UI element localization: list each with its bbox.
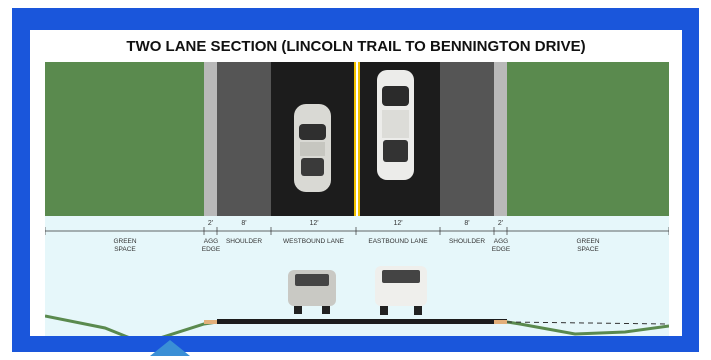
pavement-section: [217, 319, 507, 324]
car-front-eastbound: [375, 266, 427, 315]
agg-edge-left: [204, 62, 217, 216]
dim-shoulder-right: 8': [464, 220, 470, 227]
diagram-title: TWO LANE SECTION (LINCOLN TRAIL TO BENNI…: [126, 38, 586, 55]
label-green-space-right: GREEN SPACE: [576, 238, 600, 253]
arrow-shape: [150, 340, 190, 356]
green-space-left: [45, 62, 204, 216]
label-shoulder-right: SHOULDER: [448, 238, 486, 245]
dashed-ground-right: [506, 321, 669, 325]
centerline-b: [358, 62, 360, 216]
label-shoulder-left: SHOULDER: [225, 238, 263, 245]
label-westbound-lane: WESTBOUND LANE: [282, 238, 345, 245]
agg-section-left: [204, 320, 217, 324]
label-agg-edge-left: AGG EDGE: [201, 238, 221, 253]
dimension-area: 2' 8' 12' 12' 8' 2' GREEN SPACE AGG EDGE…: [45, 216, 669, 336]
agg-section-right: [494, 320, 507, 324]
dimension-lines: [45, 227, 669, 336]
car-top-eastbound: [377, 70, 414, 180]
plan-cars: [294, 70, 414, 192]
car-top-westbound: [294, 104, 331, 192]
plan-view: [45, 62, 669, 216]
dim-shoulder-left: 8': [241, 220, 247, 227]
dim-agg-right: 2': [497, 220, 504, 227]
centerline-a: [354, 62, 356, 216]
dim-agg-left: 2': [207, 220, 214, 227]
shoulder-left: [217, 62, 271, 216]
shoulder-right: [440, 62, 494, 216]
agg-edge-right: [494, 62, 507, 216]
dim-eastbound: 12': [393, 220, 403, 227]
label-green-space-left: GREEN SPACE: [113, 238, 137, 253]
label-agg-edge-right: AGG EDGE: [491, 238, 511, 253]
car-front-westbound: [288, 270, 336, 314]
green-space-right: [507, 62, 669, 216]
dim-westbound: 12': [309, 220, 319, 227]
section-panel: TWO LANE SECTION (LINCOLN TRAIL TO BENNI…: [30, 30, 682, 336]
label-eastbound-lane: EASTBOUND LANE: [368, 238, 428, 245]
